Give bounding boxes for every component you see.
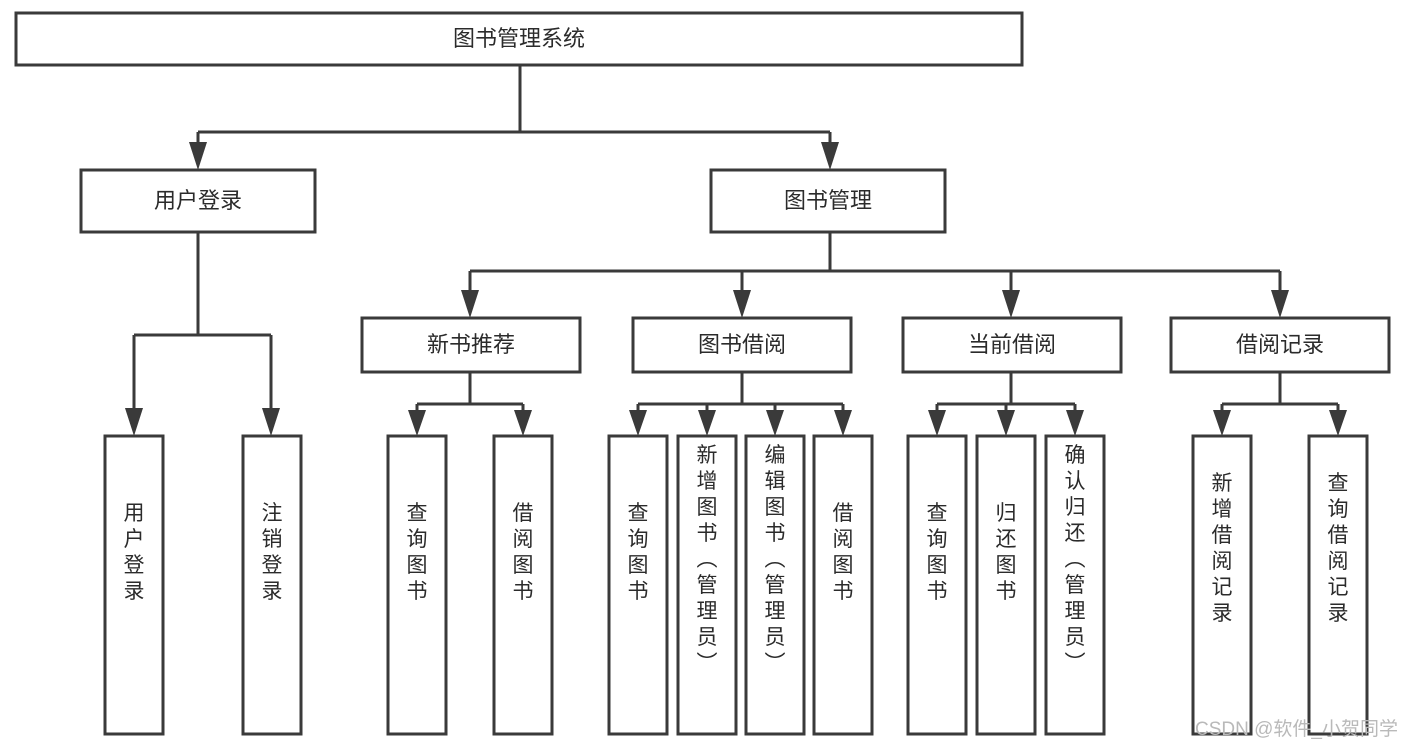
node-current-borrow-box[interactable] [901,316,1123,374]
arrow-head-leaf-user-login-1 [125,408,143,436]
arrow-head-leaf-newbook-1 [408,410,426,436]
node-user-login-label: 用户登录 [154,188,242,213]
node-borrow-record-box[interactable] [1169,316,1391,374]
node-current-borrow-label: 当前借阅 [968,332,1056,357]
leaf-node-newbook-query-label: 查询图书 [407,502,428,603]
leaf-node-borrow-lend[interactable]: 借阅图书 [812,434,874,736]
leaf-node-record-add[interactable]: 新增借阅记录 [1191,434,1253,736]
node-user-login[interactable]: 用户登录 [79,168,317,234]
leaf-node-borrow-add-label: 新增图书︵管理员︶ [697,444,718,675]
leaf-node-record-query-box[interactable] [1307,434,1369,736]
leaf-node-borrow-lend-box[interactable] [812,434,874,736]
leaf-node-newbook-borrow[interactable]: 借阅图书 [492,434,554,736]
leaf-node-current-query[interactable]: 查询图书 [906,434,968,736]
leaf-node-user-login-logout-box[interactable] [241,434,303,736]
leaf-node-current-query-label: 查询图书 [927,502,948,603]
node-root-system[interactable]: 图书管理系统 [14,11,1024,67]
leaf-node-record-add-label: 新增借阅记录 [1212,472,1233,625]
node-user-login-box[interactable] [79,168,317,234]
arrow-head-borrow-record [1271,290,1289,318]
leaf-node-newbook-query-box[interactable] [386,434,448,736]
node-new-book-recommend-box[interactable] [360,316,582,374]
arrow-head-leaf-current-3 [1066,410,1084,436]
leaf-node-user-login-login-box[interactable] [103,434,165,736]
arrow-head-leaf-current-1 [928,410,946,436]
leaf-node-current-query-box[interactable] [906,434,968,736]
arrow-head-current-borrow [1002,290,1020,318]
leaf-node-current-return-box[interactable] [975,434,1037,736]
arrow-head-leaf-newbook-2 [514,410,532,436]
leaf-node-newbook-query[interactable]: 查询图书 [386,434,448,736]
arrow-head-leaf-record-1 [1213,410,1231,436]
connector-layer [125,65,1347,436]
leaf-node-borrow-lend-label: 借阅图书 [833,502,854,603]
node-current-borrow[interactable]: 当前借阅 [901,316,1123,374]
leaf-node-borrow-edit-label: 编辑图书︵管理员︶ [765,444,786,675]
arrow-head-leaf-borrow-2 [698,410,716,436]
leaf-node-borrow-edit[interactable]: 编辑图书︵管理员︶ [744,434,806,736]
arrow-head-leaf-user-login-2 [262,408,280,436]
arrow-head-leaf-borrow-1 [629,410,647,436]
arrow-head-user-login [189,142,207,170]
node-borrow-record-label: 借阅记录 [1236,332,1324,357]
leaf-node-user-login-login-label: 用户登录 [124,502,145,603]
node-book-borrow-box[interactable] [631,316,853,374]
arrow-head-leaf-record-2 [1329,410,1347,436]
arrow-head-borrow-book [733,290,751,318]
arrow-head-book-manage [821,142,839,170]
leaf-node-current-return-label: 归还图书 [996,502,1017,603]
arrow-head-leaf-current-2 [997,410,1015,436]
leaf-node-newbook-borrow-label: 借阅图书 [513,502,534,603]
leaf-node-current-confirm-return-box[interactable] [1044,434,1106,736]
node-book-borrow[interactable]: 图书借阅 [631,316,853,374]
leaf-node-borrow-query[interactable]: 查询图书 [607,434,669,736]
node-new-book-recommend-label: 新书推荐 [427,332,515,357]
csdn-watermark: CSDN @软件_小贺同学 [1195,718,1398,740]
leaf-node-record-query-label: 查询借阅记录 [1328,472,1349,625]
leaf-node-user-login-logout-label: 注销登录 [262,502,283,603]
node-book-manage-label: 图书管理 [784,188,872,213]
node-book-manage-box[interactable] [709,168,947,234]
leaf-node-borrow-query-box[interactable] [607,434,669,736]
leaf-node-record-query[interactable]: 查询借阅记录 [1307,434,1369,736]
leaf-node-borrow-add[interactable]: 新增图书︵管理员︶ [676,434,738,736]
leaf-node-current-confirm-return-label: 确认归还︵管理员︶ [1065,444,1086,675]
node-root-system-box[interactable] [14,11,1024,67]
leaf-node-record-add-box[interactable] [1191,434,1253,736]
leaf-node-borrow-add-box[interactable] [676,434,738,736]
arrow-head-new-book [461,290,479,318]
node-new-book-recommend[interactable]: 新书推荐 [360,316,582,374]
leaf-node-user-login-login[interactable]: 用户登录 [103,434,165,736]
leaf-node-borrow-edit-box[interactable] [744,434,806,736]
leaf-node-borrow-query-label: 查询图书 [628,502,649,603]
node-book-borrow-label: 图书借阅 [698,332,786,357]
node-root-system-label: 图书管理系统 [453,26,585,51]
node-book-manage[interactable]: 图书管理 [709,168,947,234]
arrow-head-leaf-borrow-3 [766,410,784,436]
leaf-node-current-confirm-return[interactable]: 确认归还︵管理员︶ [1044,434,1106,736]
arrow-head-leaf-borrow-4 [834,410,852,436]
leaf-node-current-return[interactable]: 归还图书 [975,434,1037,736]
leaf-node-newbook-borrow-box[interactable] [492,434,554,736]
leaf-node-user-login-logout[interactable]: 注销登录 [241,434,303,736]
node-borrow-record[interactable]: 借阅记录 [1169,316,1391,374]
